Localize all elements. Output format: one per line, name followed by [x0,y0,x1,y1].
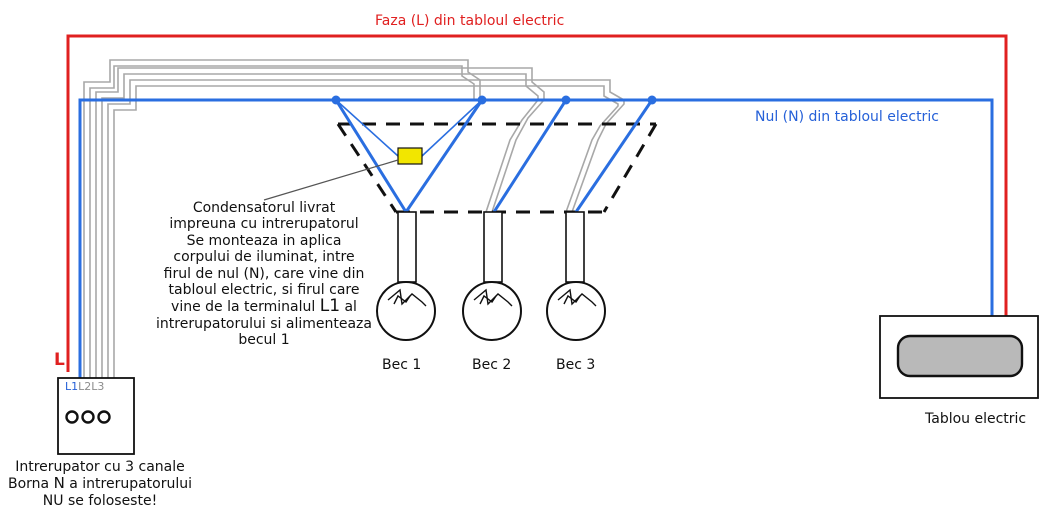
junction-dots [331,95,657,105]
switched-wire-l1 [83,59,481,380]
fixture-neutral-wires [334,99,654,213]
panel-window [896,334,1024,378]
capacitor-note-line-3: Se monteaza in aplica [186,232,342,249]
capacitor-note-line-7-post: al [340,299,357,316]
capacitor-note-line-7: vine de la terminalul L1 al [148,296,380,317]
switch-note-line-3: NU se foloseste! [42,492,158,509]
capacitor-leads [335,99,483,157]
neutral-wire [78,98,994,380]
neutral-label: Nul (N) din tabloul electric [755,109,939,125]
bulb-2-label: Bec 2 [472,357,512,373]
bulb-3 [546,281,606,341]
terminal-l3-label: L3 [91,380,105,393]
capacitor-note: Condensatorul livrat impreuna cu intreru… [148,200,380,349]
switch-note-line-2: Borna N a intrerupatorului [0,475,200,492]
bulb-3-label: Bec 3 [556,357,596,373]
capacitor-note-line-7-pre: vine de la terminalul [171,299,320,316]
switch-terminals [65,410,111,424]
capacitor [397,147,423,165]
bulb-1 [376,281,436,341]
bulb-1-label: Bec 1 [382,357,422,373]
lamp-holders [397,211,585,283]
capacitor-note-line-4: corpului de iluminat, intre [173,249,355,266]
terminal-labels: L1L2L3 [65,381,104,393]
switch-note-line-2-post: a intrerupatorului [64,476,193,493]
panel-label: Tablou electric [925,411,1027,427]
phase-letter-label: L [54,350,65,370]
phase-wire [66,34,1008,372]
terminal-l2-label: L2 [78,380,92,393]
switch-note-line-2-pre: Borna [7,476,54,493]
capacitor-note-line-5: firul de nul (N), care vine din [163,265,365,282]
capacitor-note-line-9: becul 1 [238,332,290,349]
note-pointer [263,159,399,201]
phase-label: Faza (L) din tabloul electric [375,13,565,29]
capacitor-note-line-6: tabloul electric, si firul care [168,282,360,299]
switch-note: Intrerupator cu 3 canale Borna N a intre… [0,459,200,509]
switched-wire-l3 [107,79,625,380]
bulb-2 [462,281,522,341]
capacitor-note-line-2: impreuna cu intrerupatorul [169,216,359,233]
capacitor-note-l1: L1 [319,296,341,317]
switch-note-n: N [53,474,65,493]
switch-note-line-1: Intrerupator cu 3 canale [15,459,185,475]
capacitor-note-line-1: Condensatorul livrat [192,200,336,216]
terminal-l1-label: L1 [65,380,79,393]
capacitor-note-line-8: intrerupatorului si alimenteaza [156,315,372,332]
